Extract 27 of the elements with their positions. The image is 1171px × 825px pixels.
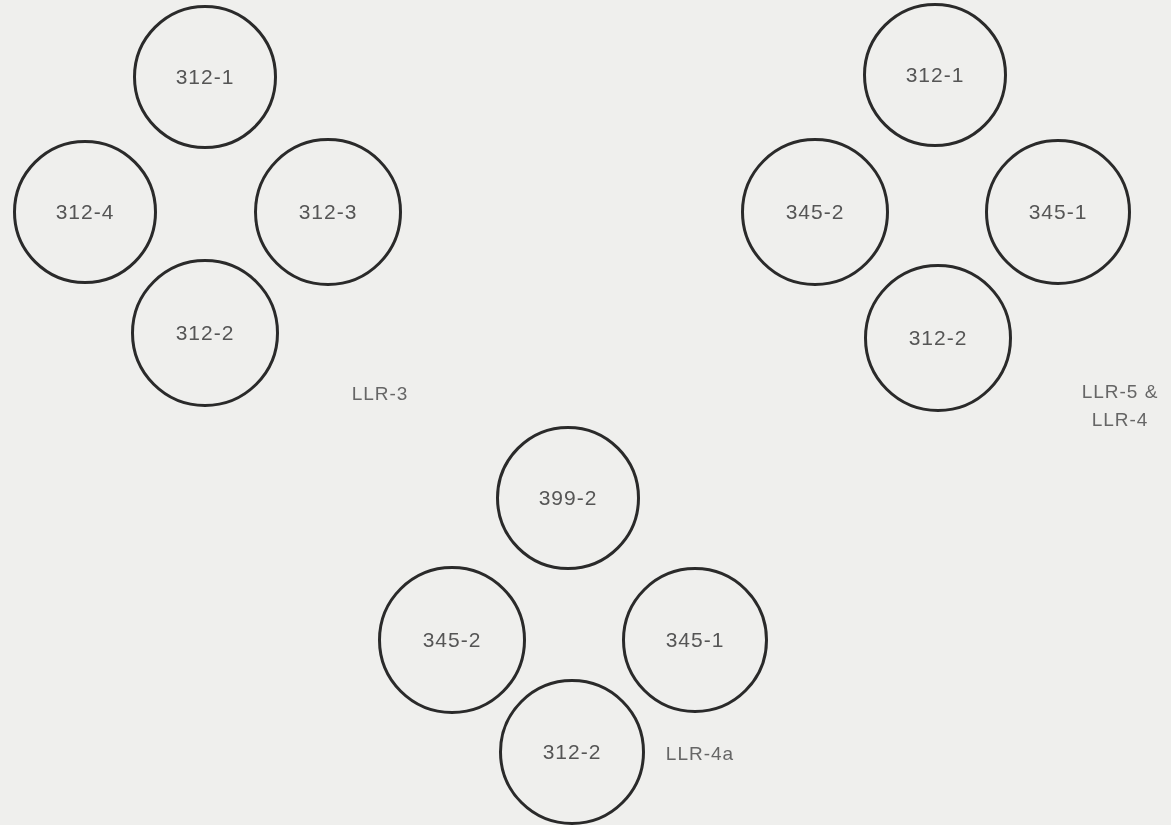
node-label: 312-2 <box>908 326 968 350</box>
node-label: 312-4 <box>55 200 115 224</box>
circle-node <box>13 140 157 284</box>
circle-node <box>499 679 645 825</box>
node-label: 312-1 <box>175 65 235 89</box>
circle-node <box>741 138 889 286</box>
node-label: 345-1 <box>1028 200 1088 224</box>
node-label: 312-2 <box>175 321 235 345</box>
circle-node <box>863 3 1007 147</box>
node-label: 312-2 <box>542 740 602 764</box>
node-label: 345-2 <box>422 628 482 652</box>
node-label: 312-1 <box>905 63 965 87</box>
circle-node <box>622 567 768 713</box>
node-label: 345-2 <box>785 200 845 224</box>
circle-node <box>133 5 277 149</box>
circle-node <box>378 566 526 714</box>
circle-node <box>496 426 640 570</box>
node-label: 312-3 <box>298 200 358 224</box>
circle-node <box>254 138 402 286</box>
group-label: LLR-5 & LLR-4 <box>1080 380 1160 432</box>
circle-node <box>985 139 1131 285</box>
circle-node <box>864 264 1012 412</box>
group-label: LLR-3 <box>350 382 410 406</box>
node-label: 399-2 <box>538 486 598 510</box>
group-label: LLR-4a <box>664 742 736 766</box>
circle-node <box>131 259 279 407</box>
node-label: 345-1 <box>665 628 725 652</box>
